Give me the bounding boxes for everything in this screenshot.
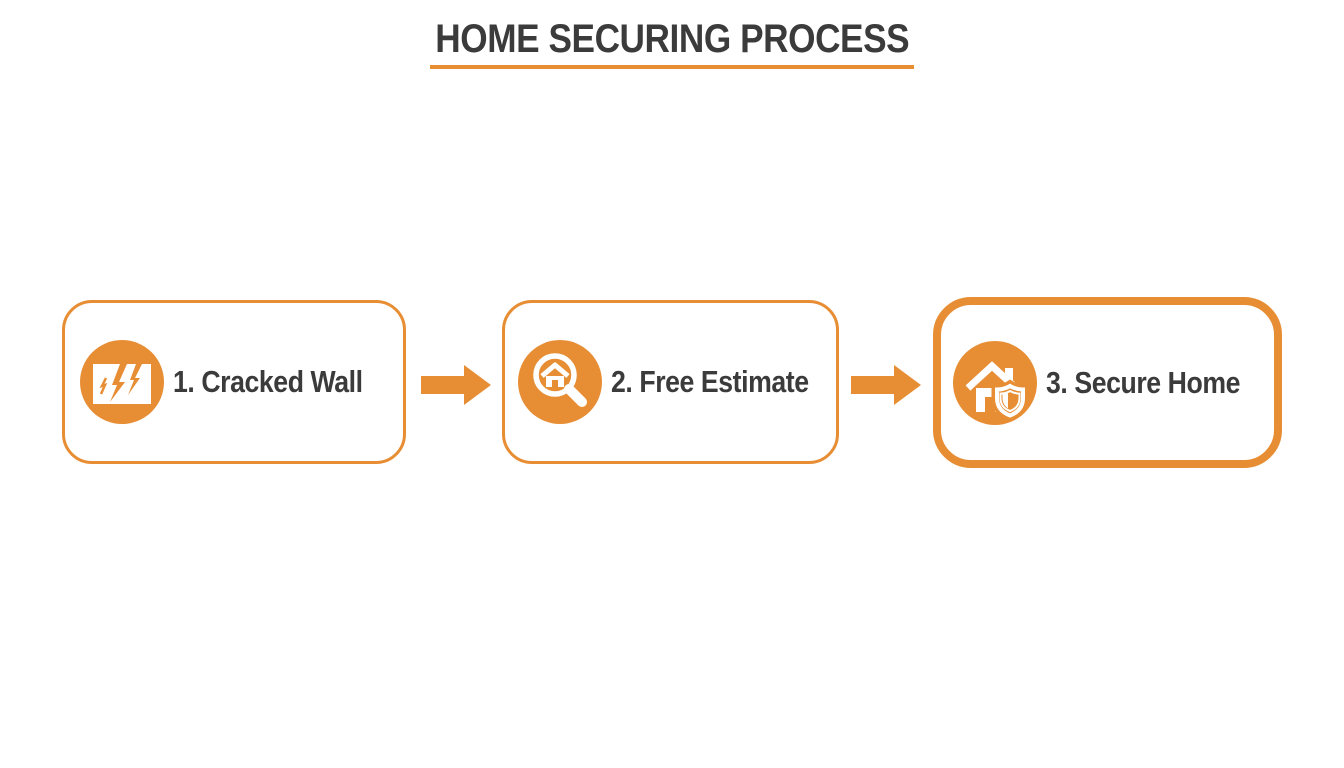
step-card-cracked-wall: 1. Cracked Wall bbox=[62, 300, 406, 464]
step-label: 2. Free Estimate bbox=[611, 364, 809, 399]
step-card-free-estimate: 2. Free Estimate bbox=[502, 300, 839, 464]
magnifier-house-icon bbox=[518, 340, 602, 424]
title-container: HOME SECURING PROCESS bbox=[0, 0, 1344, 69]
house-shield-icon bbox=[953, 340, 1037, 425]
step-card-secure-home: 3. Secure Home bbox=[933, 297, 1282, 468]
step-label: 1. Cracked Wall bbox=[173, 364, 363, 399]
arrow-right-icon bbox=[421, 365, 491, 405]
cracked-wall-icon bbox=[80, 340, 164, 424]
arrow-right-icon bbox=[851, 365, 921, 405]
page-title: HOME SECURING PROCESS bbox=[429, 17, 915, 69]
step-label: 3. Secure Home bbox=[1046, 364, 1241, 400]
